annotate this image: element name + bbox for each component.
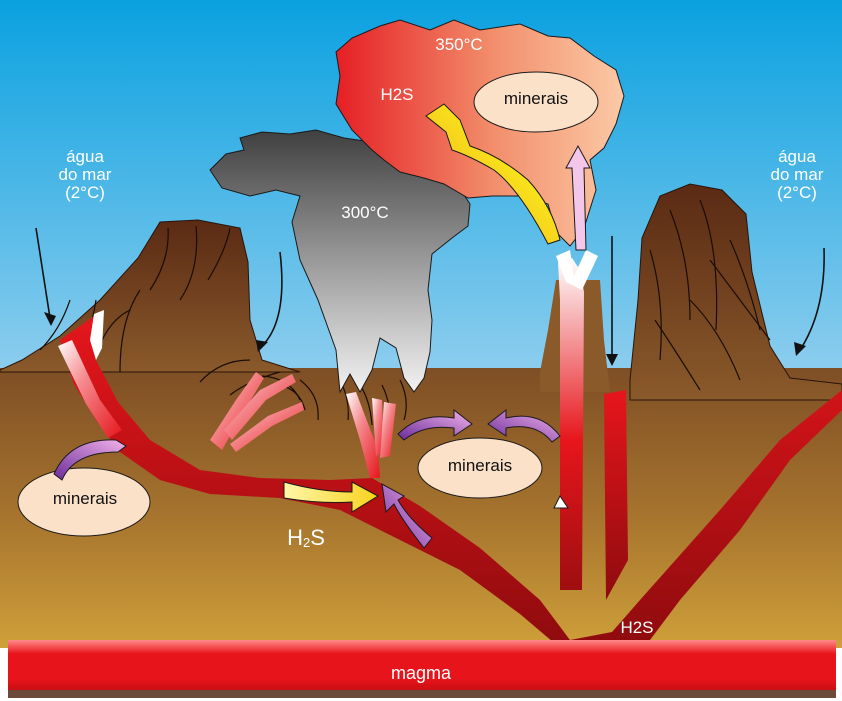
h2s-label-magma: H2S bbox=[612, 619, 662, 637]
minerals-label-middle: minerais bbox=[420, 457, 540, 475]
minerals-label-left: minerais bbox=[22, 490, 148, 508]
minerals-label-top: minerais bbox=[476, 90, 596, 108]
seawater-label-right: água do mar (2°C) bbox=[752, 148, 842, 202]
h2s-label-plume: H2S bbox=[372, 86, 422, 104]
h2s-label-main: H bbox=[287, 525, 303, 550]
h2s-label-tail: S bbox=[310, 525, 325, 550]
magma-label: magma bbox=[371, 664, 471, 683]
plume-temperature-label: 350°C bbox=[424, 36, 494, 54]
smoke-temperature-label: 300°C bbox=[325, 204, 405, 222]
seawater-label-left: água do mar (2°C) bbox=[40, 148, 130, 202]
chimney-vent-channel bbox=[558, 258, 584, 590]
h2s-label-channel: H2S bbox=[276, 526, 336, 550]
magma-crust bbox=[8, 690, 836, 698]
